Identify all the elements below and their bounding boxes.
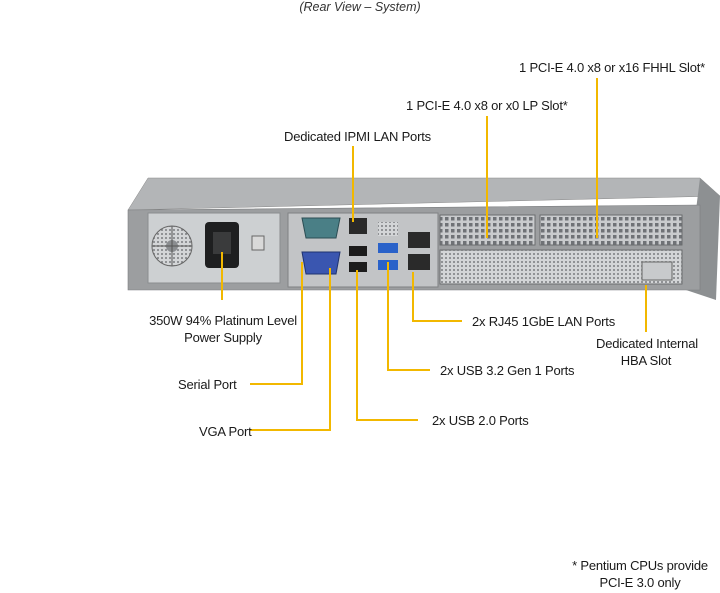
leader-lines — [221, 78, 647, 431]
vga-port-label: VGA Port — [199, 424, 252, 439]
footnote: * Pentium CPUs provide PCI-E 3.0 only — [570, 557, 710, 591]
pcie-fhhl-label: 1 PCI-E 4.0 x8 or x16 FHHL Slot* — [519, 60, 706, 75]
figure-caption: (Rear View – System) — [299, 0, 421, 14]
ipmi-label: Dedicated IPMI LAN Ports — [284, 129, 431, 144]
psu-label: 350W 94% Platinum Level Power Supply — [143, 312, 303, 346]
hba-label: Dedicated Internal HBA Slot — [596, 335, 698, 369]
io-shield — [287, 212, 439, 288]
serial-port-label: Serial Port — [178, 377, 237, 392]
pcie-slot-area — [439, 214, 683, 285]
usb20-label: 2x USB 2.0 Ports — [432, 413, 529, 428]
footnote-line1: * Pentium CPUs provide — [572, 558, 708, 573]
hba-label-line2: HBA Slot — [620, 353, 672, 368]
pcie-lp-label: 1 PCI-E 4.0 x8 or x0 LP Slot* — [406, 98, 568, 113]
psu-label-line1: 350W 94% Platinum Level — [149, 313, 297, 328]
usb32-label: 2x USB 3.2 Gen 1 Ports — [440, 363, 575, 378]
power-supply — [147, 212, 281, 284]
psu-label-line2: Power Supply — [184, 330, 262, 345]
hba-label-line1: Dedicated Internal — [596, 336, 698, 351]
rj45-label: 2x RJ45 1GbE LAN Ports — [472, 314, 615, 329]
footnote-line2: PCI-E 3.0 only — [599, 575, 681, 590]
